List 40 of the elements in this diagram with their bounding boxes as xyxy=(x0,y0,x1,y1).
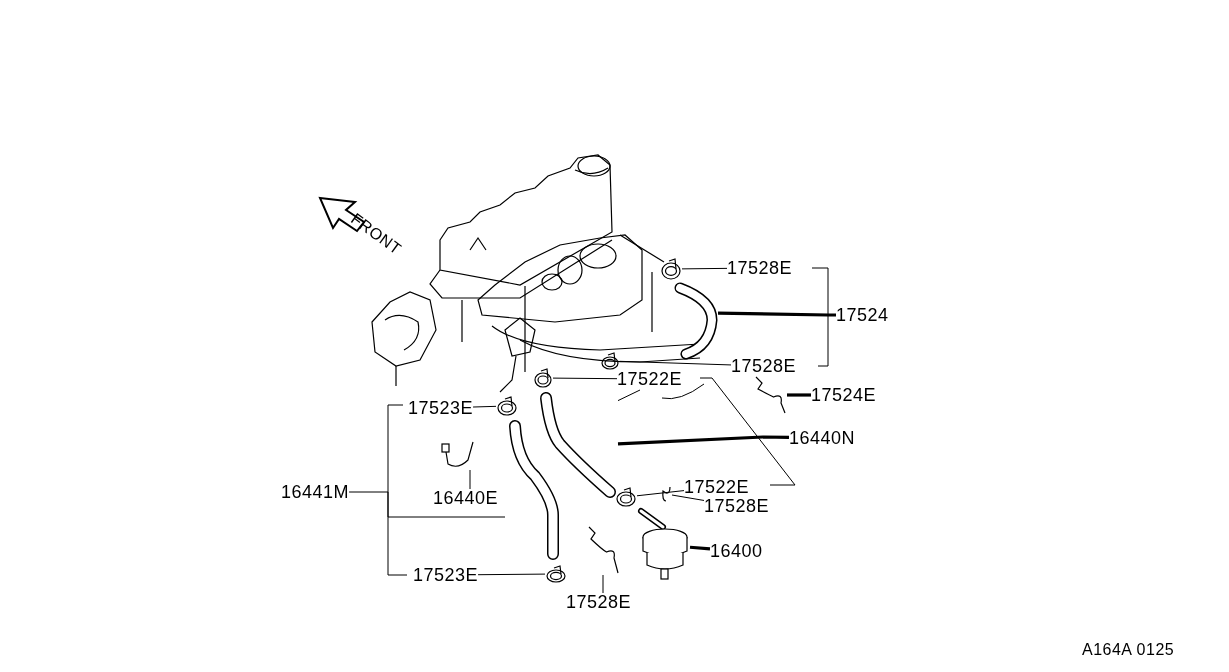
part-number: 17523E xyxy=(408,399,474,417)
leader-line xyxy=(477,573,546,576)
leader-line xyxy=(552,377,618,380)
fuel-filter-drawing xyxy=(635,507,690,580)
leader-line xyxy=(472,405,497,408)
hose-clamp-drawing xyxy=(533,368,553,388)
hose-drawing xyxy=(672,280,718,360)
part-number: 17522E xyxy=(617,370,683,388)
hose-clamp-drawing xyxy=(600,352,620,370)
part-number: 17528E xyxy=(566,593,632,611)
leader-line xyxy=(469,469,471,490)
part-number: 17523E xyxy=(413,566,479,584)
part-number: 16400 xyxy=(710,542,763,560)
leader-line xyxy=(602,574,604,594)
leader-line xyxy=(681,267,728,270)
leader-line xyxy=(617,389,641,402)
leader-line xyxy=(617,435,790,446)
hose-clamp-drawing xyxy=(615,487,637,507)
leader-line xyxy=(787,393,811,397)
drawing-code: A164A 0125 xyxy=(1082,641,1175,659)
part-number: 16440E xyxy=(433,489,499,507)
leader-line xyxy=(348,491,506,518)
leader-line xyxy=(689,545,711,551)
wire-clip-drawing xyxy=(440,440,475,470)
part-number: 17524 xyxy=(836,306,889,324)
leader-line xyxy=(717,311,836,317)
leader-line xyxy=(671,494,705,501)
hose-clamp-drawing xyxy=(496,396,518,416)
part-number: 17524E xyxy=(811,386,877,404)
leader-line xyxy=(619,360,732,366)
part-number: 17522E xyxy=(684,478,750,496)
leader-line xyxy=(636,490,685,497)
part-number: 17528E xyxy=(727,259,793,277)
hose-clamp-drawing xyxy=(545,565,567,583)
clip-drawing xyxy=(660,485,672,503)
part-number: 17528E xyxy=(731,357,797,375)
part-number: 17528E xyxy=(704,497,770,515)
part-number: 16441M xyxy=(281,483,350,501)
hose-clamp-drawing xyxy=(660,258,682,280)
part-number: 16440N xyxy=(789,429,856,447)
